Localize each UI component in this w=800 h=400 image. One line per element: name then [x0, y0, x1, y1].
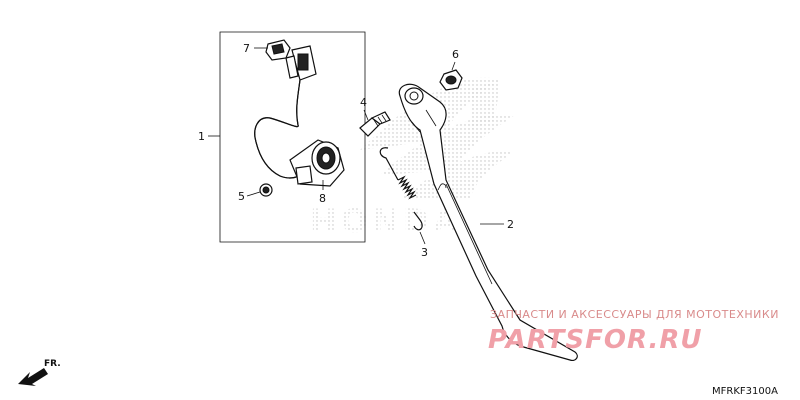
callout-1: 1 [198, 130, 205, 143]
watermark-brand: PARTSFOR.RU [488, 325, 702, 355]
part-5-bolt [259, 183, 273, 197]
part-2-side-stand [398, 83, 578, 361]
leader-lines [208, 47, 504, 245]
svg-text:HONDA: HONDA [310, 202, 462, 240]
part-4-pivot-bolt [359, 111, 391, 137]
callout-4: 4 [360, 96, 367, 109]
part-3-spring [379, 147, 423, 231]
watermark-tagline: ЗАПЧАСТИ И АКСЕССУАРЫ ДЛЯ МОТОТЕХНИКИ [490, 308, 779, 321]
part-6-nut [439, 69, 463, 91]
callout-2: 2 [507, 218, 514, 231]
part-8-sidestand-switch [289, 139, 345, 187]
callout-6: 6 [452, 48, 459, 61]
callout-8: 8 [319, 192, 326, 205]
part-7-connector-clip [265, 39, 291, 61]
callout-5: 5 [238, 190, 245, 203]
direction-label: FR. [44, 359, 61, 369]
callout-7: 7 [243, 42, 250, 55]
front-direction-arrow-icon [18, 368, 48, 386]
assembly-group-box [219, 31, 366, 243]
callout-3: 3 [421, 246, 428, 259]
honda-wing-logo-watermark: HONDA [310, 77, 515, 240]
switch-connector-plug [285, 45, 317, 81]
diagram-code: MFRKF3100A [712, 386, 778, 397]
